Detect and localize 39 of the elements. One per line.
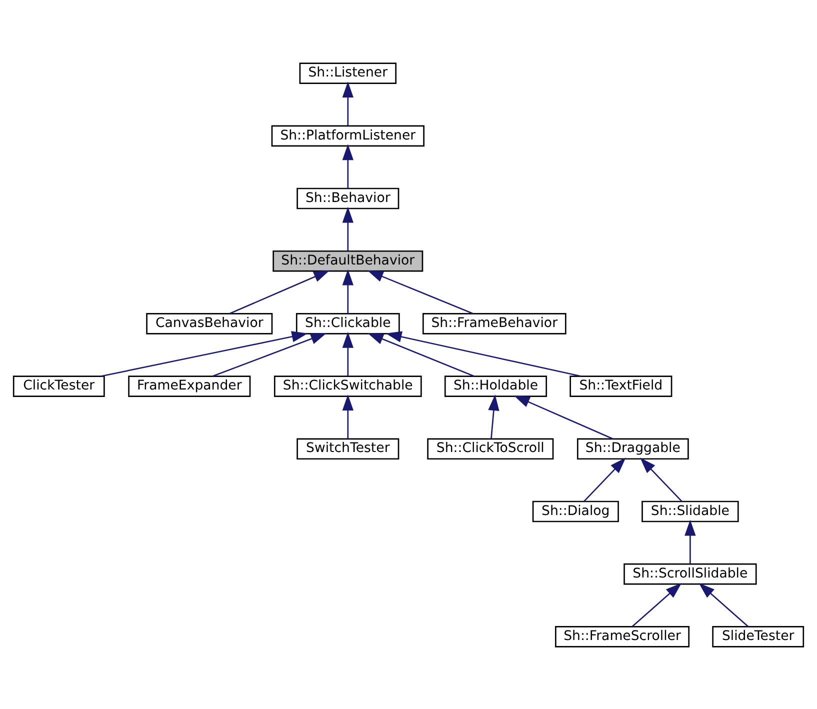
- node-box: Sh::Listener: [299, 62, 397, 84]
- node-box: Sh::ClickSwitchable: [274, 375, 422, 396]
- arrow: [640, 457, 682, 502]
- arrow: [367, 332, 474, 376]
- arrow: [386, 330, 582, 376]
- arrow: [212, 332, 327, 376]
- node-box: Sh::DefaultBehavior: [272, 250, 424, 272]
- arrow: [632, 582, 682, 626]
- node-box: Sh::ClickToScroll: [427, 438, 554, 460]
- arrow: [342, 206, 354, 250]
- arrow: [342, 394, 354, 438]
- node-box: Sh::Clickable: [296, 312, 400, 334]
- arrow: [698, 582, 749, 626]
- node-box: ClickTester: [12, 375, 105, 396]
- node-box: Sh::FrameBehavior: [422, 312, 566, 334]
- node-box: Sh::Holdable: [444, 375, 547, 396]
- node-box: Sh::FrameScroller: [555, 626, 690, 647]
- arrow: [367, 270, 474, 314]
- node-box: SwitchTester: [296, 438, 400, 460]
- node-box: Sh::Dialog: [532, 500, 619, 522]
- node-box: Sh::PlatformListener: [271, 124, 424, 146]
- node-box: SlideTester: [712, 626, 804, 647]
- node-box: FrameExpander: [128, 375, 251, 396]
- arrow: [342, 268, 354, 314]
- arrow: [488, 394, 500, 438]
- arrow: [342, 331, 354, 376]
- arrow: [100, 330, 308, 376]
- node-box: Sh::Draggable: [576, 438, 689, 460]
- node-box: Sh::ScrollSlidable: [624, 562, 757, 584]
- arrow: [230, 270, 330, 314]
- node-box: CanvasBehavior: [146, 312, 273, 334]
- node-box: Sh::TextField: [570, 375, 672, 396]
- arrow: [584, 457, 626, 502]
- arrow: [684, 519, 696, 564]
- node-box: Sh::Slidable: [642, 500, 739, 522]
- arrow: [342, 144, 354, 188]
- arrow: [342, 81, 354, 126]
- arrow: [514, 395, 613, 439]
- node-box: Sh::Behavior: [296, 187, 400, 209]
